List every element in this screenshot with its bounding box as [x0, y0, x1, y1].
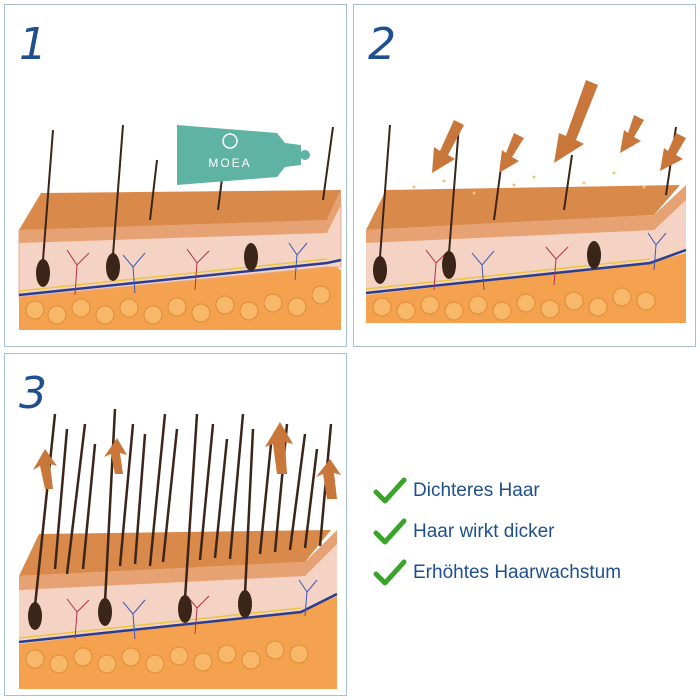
benefit-label: Erhöhtes Haarwachstum	[413, 561, 622, 583]
skin-cross-section-1: MOEA	[18, 124, 342, 330]
step-2-number: 2	[368, 19, 396, 70]
benefit-label: Haar wirkt dicker	[413, 520, 555, 542]
check-icon	[373, 518, 407, 544]
step-1-number: 1	[19, 19, 47, 70]
skin-cross-section-3	[18, 408, 341, 689]
product-label: MOEA	[208, 156, 251, 170]
step-3-panel: 3	[4, 353, 347, 696]
check-icon	[373, 477, 407, 503]
arrow-up-icons	[33, 422, 341, 499]
benefit-item: Dichteres Haar	[373, 470, 693, 511]
arrow-down-icons	[432, 80, 686, 173]
skin-cross-section-2	[365, 80, 687, 323]
benefit-label: Dichteres Haar	[413, 479, 540, 501]
step-1-panel: 1	[4, 4, 347, 347]
benefits-list: Dichteres Haar Haar wirkt dicker Erhöhte…	[373, 470, 693, 593]
step-3-number: 3	[19, 368, 47, 419]
benefit-item: Erhöhtes Haarwachstum	[373, 552, 693, 593]
check-icon	[373, 559, 407, 585]
step-2-panel: 2	[353, 4, 696, 347]
serum-bottle-icon	[177, 125, 310, 185]
benefit-item: Haar wirkt dicker	[373, 511, 693, 552]
